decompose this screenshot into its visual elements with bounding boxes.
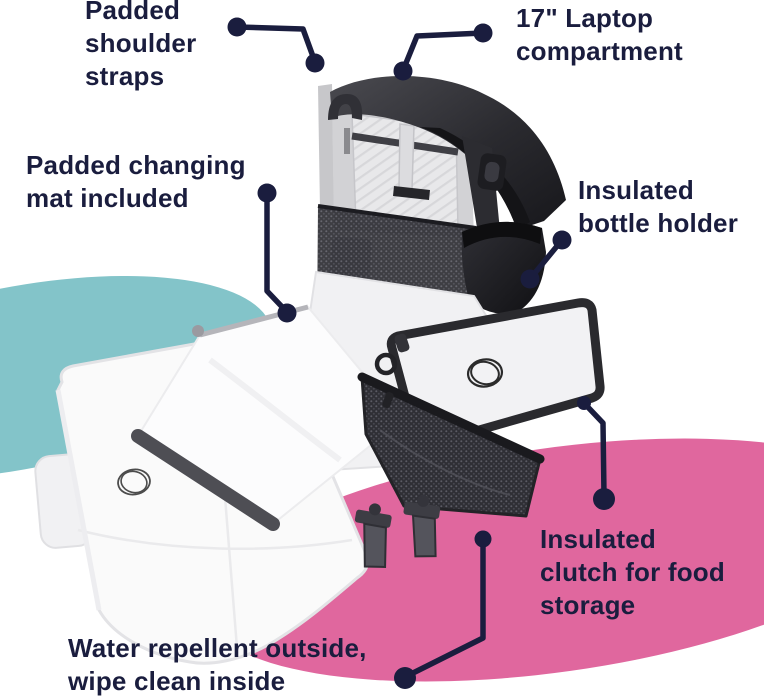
pad-dark-edge — [131, 429, 280, 531]
pouch-zipper-band — [357, 372, 545, 464]
insulated-clutch — [374, 298, 605, 450]
inner-label — [393, 186, 430, 200]
callout-changing-mat — [257, 183, 297, 323]
zipper-pull — [192, 325, 204, 337]
label-shoulder-straps: Padded shoulder straps — [85, 0, 197, 91]
label-insulated-clutch: Insulated clutch for food storage — [540, 524, 725, 620]
strap-buckle — [477, 153, 507, 191]
clutch-zipper-slider — [394, 333, 410, 353]
mat-quilt-seam — [77, 528, 353, 550]
pouch-zipper-pull — [382, 391, 394, 409]
shoulder-strap-anchor — [328, 94, 363, 120]
flap-underside — [420, 127, 530, 230]
callout-bottle-holder — [520, 230, 572, 289]
bugaboo-vertical-label — [344, 128, 350, 154]
bugaboo-logo-icon — [466, 358, 504, 388]
callout-laptop — [393, 23, 493, 81]
stroller-hook — [403, 494, 441, 558]
bugaboo-logo-icon — [117, 468, 151, 496]
label-laptop-compartment: 17" Laptop compartment — [516, 3, 683, 66]
pink-blob — [202, 438, 764, 682]
callout-clutch — [577, 396, 615, 510]
mesh-pouch — [357, 372, 545, 518]
d-ring — [374, 352, 398, 376]
callout-water-repellent — [394, 530, 492, 689]
label-bottle-holder: Insulated bottle holder — [578, 175, 739, 238]
stroller-hooks — [354, 494, 441, 569]
label-changing-mat: Padded changing mat included — [26, 150, 246, 213]
stroller-hook — [354, 503, 392, 569]
bottle-holder — [461, 221, 546, 315]
callout-shoulder-straps — [227, 17, 325, 73]
sleeve-tab — [398, 123, 415, 191]
label-water-repellent: Water repellent outside, wipe clean insi… — [68, 633, 367, 696]
